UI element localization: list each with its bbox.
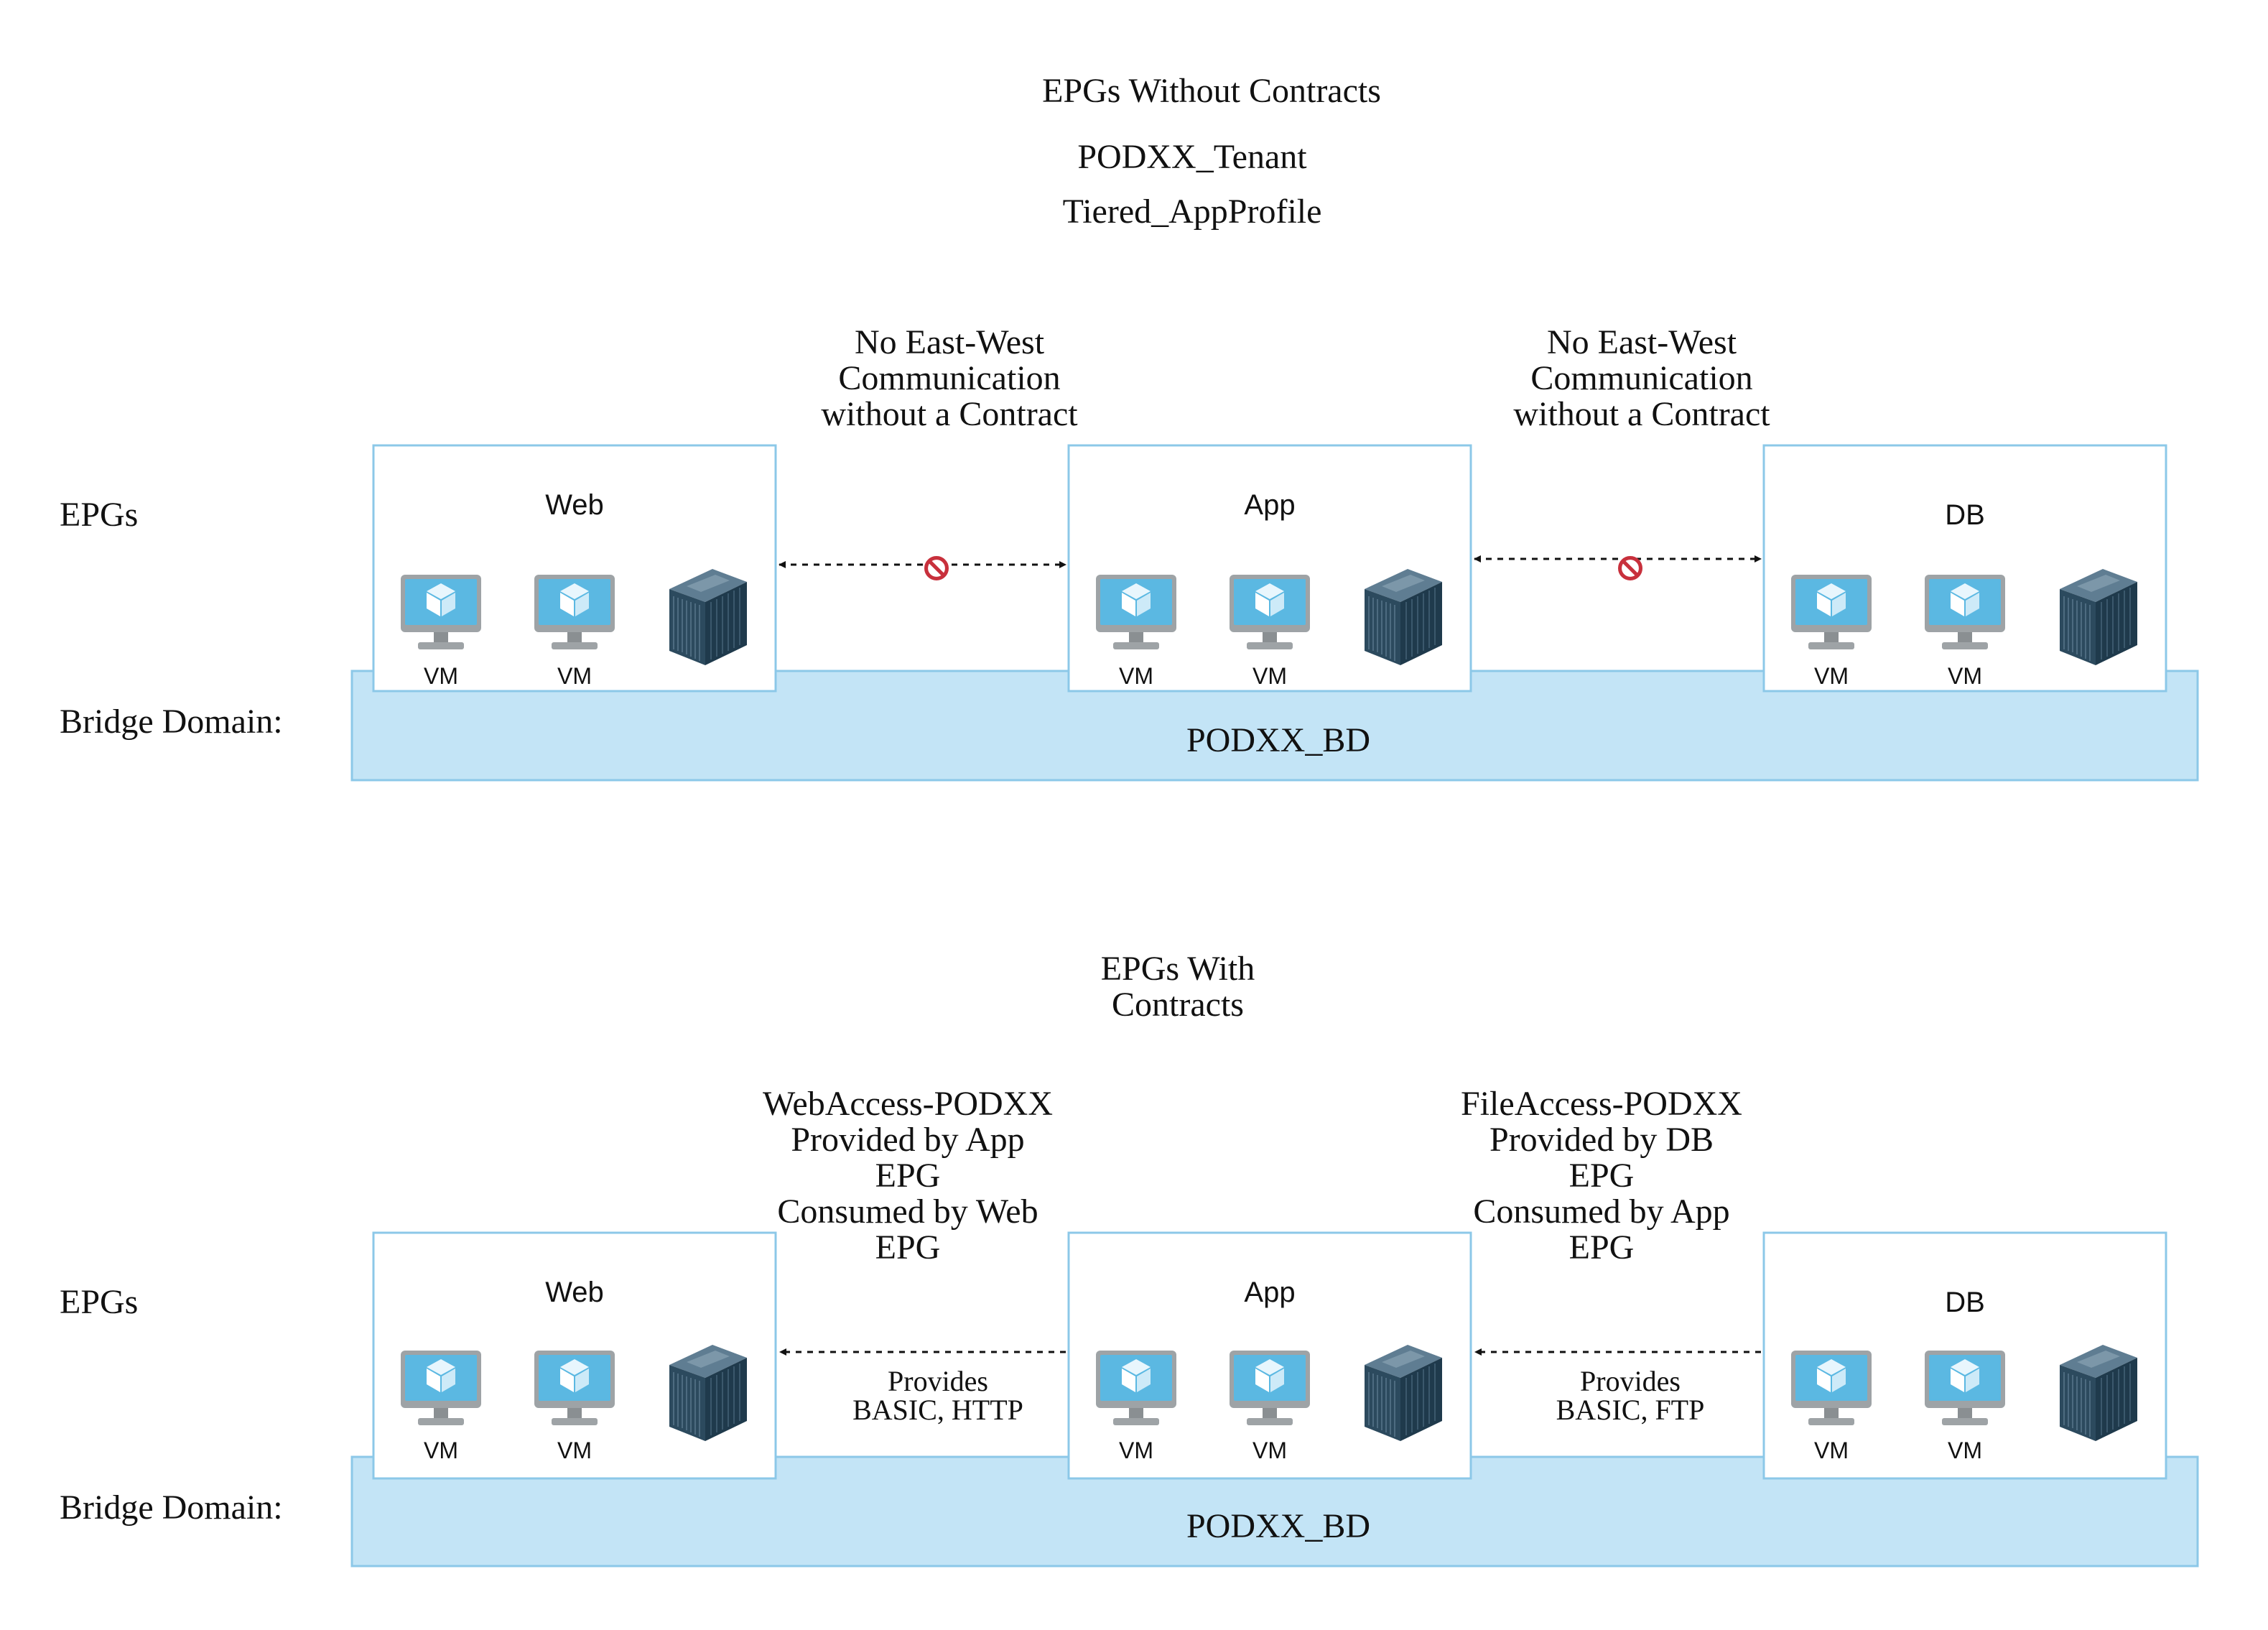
epgs-row-label: EPGs bbox=[60, 1283, 138, 1321]
vm-label: VM bbox=[1119, 663, 1153, 689]
contract-caption-line: Provided by DB bbox=[1489, 1121, 1714, 1159]
app-profile-label: Tiered_AppProfile bbox=[1063, 193, 1322, 231]
blocked-icon bbox=[926, 558, 947, 579]
link-caption-line: Communication bbox=[1530, 359, 1752, 397]
provides-label: BASIC, HTTP bbox=[852, 1394, 1023, 1426]
link-caption-line: No East-West bbox=[855, 323, 1045, 361]
contract-caption-line: Consumed by App bbox=[1473, 1193, 1729, 1231]
link-caption-line: without a Contract bbox=[821, 395, 1078, 433]
epg-name: Web bbox=[545, 489, 604, 521]
epg-name: Web bbox=[545, 1277, 604, 1308]
contract-caption-line: EPG bbox=[1569, 1157, 1635, 1195]
epg-box-web[interactable]: Web VM VM bbox=[372, 1231, 777, 1480]
link-caption-web-app: No East-West Communication without a Con… bbox=[821, 323, 1078, 433]
epgs-row-label: EPGs bbox=[60, 496, 138, 534]
epg-box-db[interactable]: DB VM VM bbox=[1762, 1231, 2167, 1480]
blocked-icon bbox=[1620, 558, 1641, 579]
link-caption-line: without a Contract bbox=[1513, 395, 1770, 433]
link-caption-line: Communication bbox=[838, 359, 1060, 397]
epg-name: DB bbox=[1945, 499, 1985, 531]
contract-caption-line: EPG bbox=[1569, 1228, 1635, 1267]
bridge-domain-name: PODXX_BD bbox=[1186, 721, 1370, 759]
epg-box-app[interactable]: App VM VM bbox=[1067, 444, 1472, 693]
vm-label: VM bbox=[557, 1437, 592, 1463]
diagram-title: EPGs Without Contracts bbox=[1042, 72, 1381, 110]
vm-label: VM bbox=[1119, 1437, 1153, 1463]
vm-label: VM bbox=[557, 663, 592, 689]
section-title-line: Contracts bbox=[1112, 986, 1244, 1024]
contract-caption-webaccess: WebAccess-PODXX Provided by App EPG Cons… bbox=[763, 1085, 1053, 1267]
provides-label: Provides bbox=[888, 1365, 988, 1397]
link-caption-app-db: No East-West Communication without a Con… bbox=[1513, 323, 1770, 433]
epg-box-db[interactable]: DB VM VM bbox=[1762, 444, 2167, 693]
contract-caption-line: WebAccess-PODXX bbox=[763, 1085, 1053, 1123]
epg-name: App bbox=[1244, 1277, 1295, 1308]
vm-label: VM bbox=[1252, 663, 1287, 689]
vm-label: VM bbox=[1948, 663, 1982, 689]
provides-label: BASIC, FTP bbox=[1556, 1394, 1705, 1426]
tenant-label: PODXX_Tenant bbox=[1077, 138, 1307, 176]
contract-caption-line: Provided by App bbox=[791, 1121, 1024, 1159]
epg-box-app[interactable]: App VM VM bbox=[1067, 1231, 1472, 1480]
contract-caption-line: FileAccess-PODXX bbox=[1461, 1085, 1742, 1123]
contract-caption-line: EPG bbox=[875, 1157, 941, 1195]
epg-box-web[interactable]: Web VM VM bbox=[372, 444, 777, 693]
epg-name: App bbox=[1244, 489, 1295, 521]
bridge-domain-name: PODXX_BD bbox=[1186, 1507, 1370, 1545]
vm-label: VM bbox=[1948, 1437, 1982, 1463]
contract-caption-fileaccess: FileAccess-PODXX Provided by DB EPG Cons… bbox=[1461, 1085, 1742, 1267]
bridge-domain-label: Bridge Domain: bbox=[60, 1488, 283, 1527]
vm-label: VM bbox=[1252, 1437, 1287, 1463]
vm-label: VM bbox=[1814, 1437, 1849, 1463]
contract-caption-line: EPG bbox=[875, 1228, 941, 1267]
provides-label: Provides bbox=[1580, 1365, 1681, 1397]
vm-label: VM bbox=[424, 663, 458, 689]
epg-name: DB bbox=[1945, 1287, 1985, 1318]
vm-label: VM bbox=[1814, 663, 1849, 689]
contract-caption-line: Consumed by Web bbox=[777, 1193, 1038, 1231]
vm-label: VM bbox=[424, 1437, 458, 1463]
link-caption-line: No East-West bbox=[1547, 323, 1737, 361]
bridge-domain-label: Bridge Domain: bbox=[60, 703, 283, 741]
section-title-line: EPGs With bbox=[1101, 950, 1255, 988]
